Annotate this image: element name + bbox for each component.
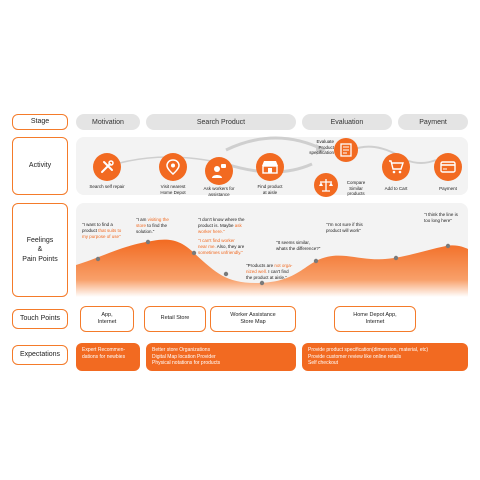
stage-motivation: Motivation [76,114,140,130]
stage-evaluation: Evaluation [302,114,392,130]
expectation-evaluation-payment: Provide product specification(dimension,… [302,343,468,371]
quote-ask-worker: "I don't know where the product is. Mayb… [198,217,245,234]
feelings-row-label: Feelings & Pain Points [12,203,68,297]
touch-point-app-internet: App,Internet [80,306,134,332]
location-pin-icon [159,153,187,181]
quote-not-sure: "I'm not sure if this product will work" [326,222,363,233]
stage-search-product: Search Product [146,114,296,130]
stage-row-label: Stage [12,114,68,130]
activity-row-label: Activity [12,137,68,195]
expectations-label: Expectations [19,351,61,359]
emotion-curve [76,239,468,297]
stage-payment: Payment [398,114,468,130]
touch-points-label: Touch Points [19,315,61,323]
touch-points-row-label: Touch Points [12,309,68,329]
activity-label-add-to-cart: Add to Cart [384,186,408,191]
expectation-motivation: Expert Recommen-dations for newbies [76,343,140,371]
quote-products-not-organized: "Products are not orga- nized well. I ca… [246,263,293,280]
quote-worker-unfriendly: "I can't find worker near me. Also, they… [198,238,245,255]
cart-icon [382,153,410,181]
stage-label: Stage [30,118,50,126]
worker-chat-icon [205,157,233,185]
checklist-icon [334,138,358,162]
expectations-row-label: Expectations [12,345,68,365]
store-icon [256,153,284,181]
quote-find-product: "I want to find a product that suits to … [82,222,122,239]
feelings-label-1: Feelings [26,236,54,244]
quote-seems-similar: "It seems similar, whats the difference?… [276,240,321,251]
touch-point-home-depot-app: Home Depot App,Internet [334,306,416,332]
quote-visiting-store: "I am visiting the store to find the sol… [136,217,169,234]
stage-motivation-label: Motivation [92,118,124,126]
touch-point-retail-store: Retail Store [144,306,206,332]
activity-label-search-self-repair: Search self repair [89,184,125,189]
quote-line-too-long: "I think the line is too long here" [424,212,458,223]
credit-card-icon [434,153,462,181]
stage-evaluation-label: Evaluation [330,118,364,126]
activity-label-payment: Payment [439,186,457,191]
stage-search-product-label: Search Product [196,118,246,126]
balance-scale-icon [314,173,338,197]
feelings-label-amp: & [37,246,43,254]
feelings-label-2: Pain Points [22,255,58,263]
activity-label: Activity [28,162,52,170]
wrench-screwdriver-icon [93,153,121,181]
stage-payment-label: Payment [419,118,447,126]
